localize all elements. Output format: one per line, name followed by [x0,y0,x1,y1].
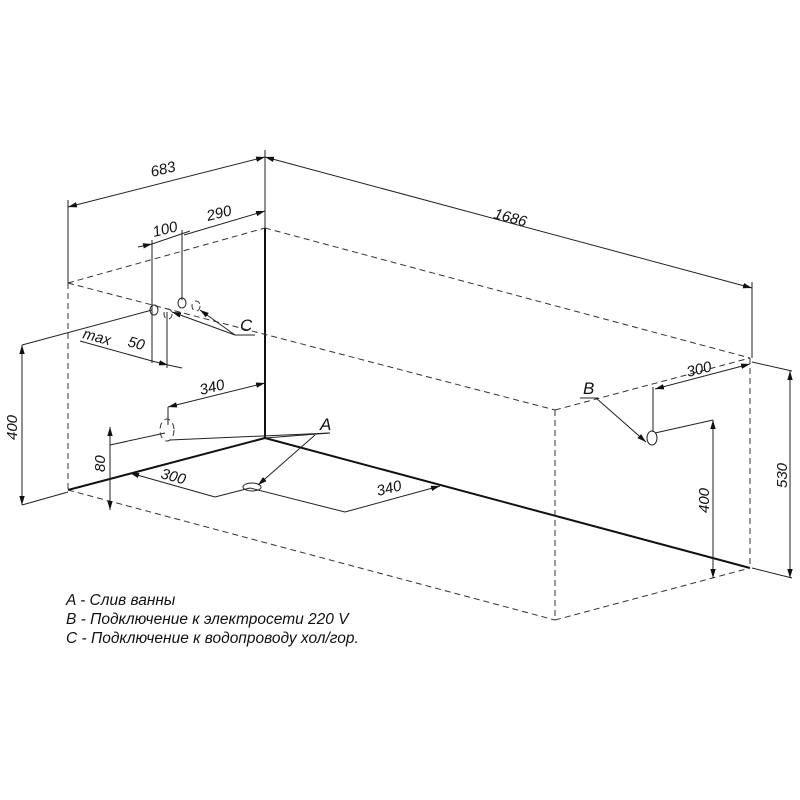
dim-right-400: 400 [696,487,713,513]
dim-left-340: 340 [198,376,227,399]
dim-1686: 1686 [492,205,529,230]
dim-right-300: 300 [685,358,714,381]
legend-item-a: A - Слив ванны [66,592,176,609]
dim-530: 530 [774,462,791,488]
dim-left-400: 400 [4,414,21,440]
dim-max-label: max [81,325,113,349]
marker-a: A [319,415,331,434]
legend-item-b: B - Подключение к электросети 220 V [66,611,349,628]
dim-290: 290 [204,202,234,225]
box-outline [67,227,751,621]
marker-b: B [583,379,594,398]
power-socket-icon [646,430,658,446]
water-pipe-icon [163,308,173,320]
connection-points [149,297,658,492]
dim-80: 80 [92,455,109,472]
leader-lines [169,309,647,486]
water-pipe-icon [149,304,159,316]
dim-max-50: 50 [126,333,147,354]
legend: A - Слив ванны B - Подключение к электро… [66,591,359,648]
drain-outlet-icon [159,418,175,442]
dim-100: 100 [151,218,180,241]
floor-drain-icon [242,482,262,492]
dim-683: 683 [149,158,178,181]
dimension-lines [19,150,793,579]
water-pipe-icon [177,297,187,309]
marker-c: C [240,316,253,335]
dim-floor-340: 340 [375,477,404,500]
water-pipe-icon [191,300,201,312]
dim-floor-300: 300 [159,465,188,488]
legend-item-c: C - Подключение к водопроводу хол/гор. [66,630,359,647]
